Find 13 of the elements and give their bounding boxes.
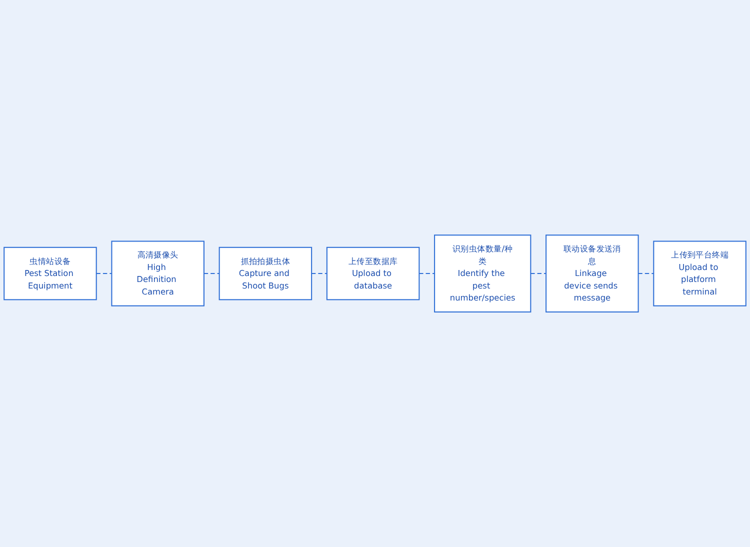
node-box: 联动设备发送消息 Linkage device sends message (546, 234, 639, 312)
connector (419, 272, 435, 274)
node-box: 上传到平台终端 Upload to platform terminal (653, 240, 746, 306)
node-box: 高清摄像头 High Definition Camera (111, 240, 204, 306)
connector (638, 272, 654, 274)
node-box: 识别虫体数量/种类 Identify the pest number/species (434, 234, 532, 312)
node-box: 上传至数据库 Upload to database (326, 246, 420, 300)
connector (312, 272, 327, 274)
node-box: 抓拍拍摄虫体 Capture and Shoot Bugs (218, 246, 312, 300)
connector (96, 272, 112, 274)
connector (530, 272, 546, 274)
node-box: 虫情站设备 Pest Station Equipment (4, 246, 97, 300)
connector (204, 272, 220, 274)
